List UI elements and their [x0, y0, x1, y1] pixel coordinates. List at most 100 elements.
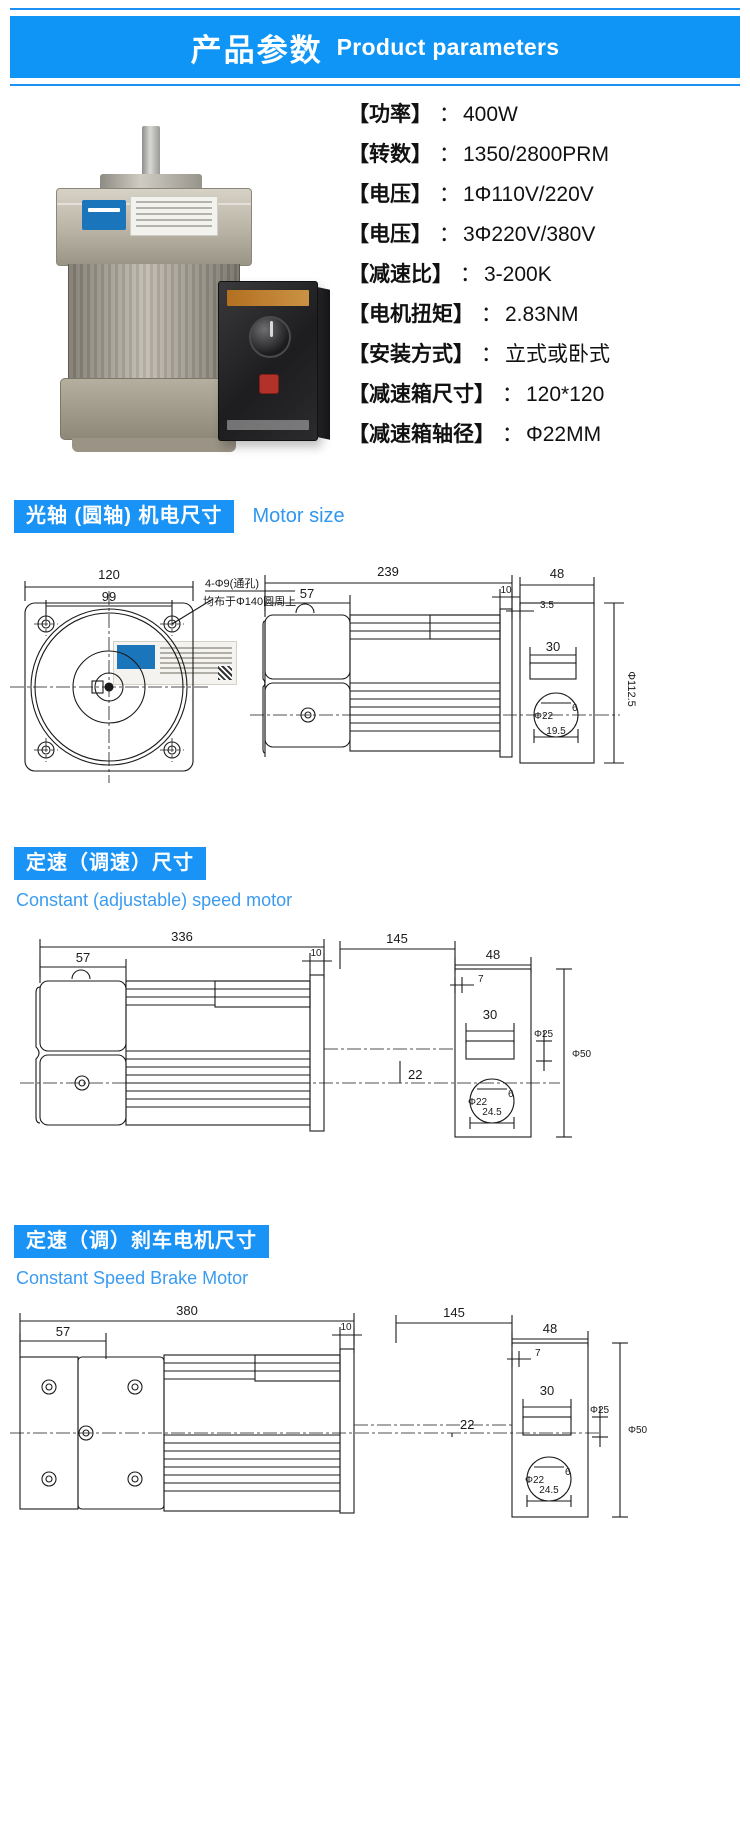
gearhead-upper	[264, 614, 351, 680]
cs-gearhead-upper	[39, 980, 127, 1052]
dim-bm-flat-24p5	[526, 1495, 572, 1507]
controller-front-panel	[218, 281, 318, 441]
cs-terminal-box	[214, 980, 311, 1008]
dim-text-336: 336	[171, 929, 193, 944]
dim-text-3p5: 3.5	[540, 600, 554, 611]
dim-text-48: 48	[550, 566, 564, 581]
header-top-rule	[10, 8, 740, 10]
spec-separator: ：	[439, 223, 460, 246]
spec-separator: ：	[502, 423, 523, 446]
dim-front-width-120	[24, 581, 194, 601]
dim-text-key-width: 6	[572, 703, 578, 714]
controller-bottom-marking	[227, 420, 309, 430]
cs-gearhead-lug	[71, 969, 91, 980]
cs-controller-block	[454, 968, 532, 1138]
cs-gearhead-left-profile	[35, 986, 41, 1124]
dim-cs-diameters	[536, 968, 572, 1138]
nameplate-logo	[117, 645, 155, 669]
bm-keyway-detail	[522, 1416, 572, 1436]
section-label-en: Constant Speed Brake Motor	[16, 1268, 249, 1288]
dim-text-bm-10: 10	[340, 1322, 352, 1333]
motor-body-fins	[350, 622, 500, 732]
motor-size-svg: 120 99 239 57 48 30 10 3.5 19.5 Φ22 6 4-…	[10, 564, 637, 783]
bm-terminal-box	[254, 1354, 341, 1382]
spec-value: Φ22MM	[526, 423, 602, 446]
controller-top-marking	[227, 290, 309, 306]
spec-key: 【电压】	[348, 183, 432, 206]
hero-section: 【功率】 ： 400W 【转数】 ： 1350/2800PRM 【电压】 ： 1…	[0, 86, 750, 685]
spec-row-voltage-three-phase: 【电压】 ： 3Φ220V/380V	[348, 224, 750, 245]
dim-text-body-dia: Φ112.5	[625, 671, 637, 707]
end-cover-outline	[519, 602, 595, 764]
section-heading-motor-size: 光轴 (圆轴) 机电尺寸 Motor size	[0, 500, 750, 533]
dim-text-cs-key-width: 6	[508, 1089, 514, 1100]
bm-end-bracket	[339, 1348, 355, 1514]
cs-center-lines	[20, 1048, 560, 1084]
spec-row-reduction-ratio: 【减速比】 ： 3-200K	[348, 264, 750, 285]
spec-value: 2.83NM	[505, 303, 579, 326]
hole-note-line1: 4-Φ9(通孔)	[205, 577, 259, 590]
dim-bm-diameters	[592, 1342, 628, 1518]
gearhead-lug	[295, 603, 315, 614]
motor-terminal-box	[429, 614, 501, 640]
page-title-cn: 产品参数	[190, 32, 323, 68]
cs-motor-body	[125, 980, 311, 1126]
dim-text-cs-boss-dia: Φ25	[534, 1029, 554, 1040]
dim-text-57: 57	[300, 586, 314, 601]
motor-bottom-rim	[72, 438, 236, 452]
dim-text-99: 99	[102, 589, 116, 604]
dim-step-3p5	[506, 603, 534, 619]
product-photo-group	[0, 86, 340, 685]
controller-power-button	[259, 374, 279, 394]
header-bottom-rule	[10, 84, 740, 86]
dim-text-cs-10: 10	[310, 948, 322, 959]
spec-row-speed: 【转数】 ： 1350/2800PRM	[348, 144, 750, 165]
dim-gearhead-length-57	[264, 595, 351, 617]
dim-text-cs-57: 57	[76, 950, 90, 965]
spec-value: 120*120	[526, 383, 605, 406]
spec-separator: ：	[439, 183, 460, 206]
gearhead-spec-label	[130, 196, 218, 236]
dim-key-flat-19p5	[533, 729, 579, 743]
spec-row-power: 【功率】 ： 400W	[348, 104, 750, 125]
dim-text-380: 380	[176, 1303, 198, 1318]
dim-text-30: 30	[546, 639, 560, 654]
spec-key: 【电压】	[348, 223, 432, 246]
spec-value: 1350/2800PRM	[463, 143, 609, 166]
dim-text-bm-boss-dia: Φ25	[590, 1405, 610, 1416]
spec-separator: ：	[439, 103, 460, 126]
dim-text-bm-57: 57	[56, 1324, 70, 1339]
motor-body-shading	[68, 264, 240, 380]
dim-text-bm-7: 7	[535, 1348, 541, 1359]
section-label-en: Constant (adjustable) speed motor	[16, 890, 293, 910]
dim-bm-gearhead-57	[19, 1333, 107, 1359]
dim-text-120: 120	[98, 567, 120, 582]
spec-value: 3Φ220V/380V	[463, 223, 596, 246]
spec-row-gearbox-shaft-diameter: 【减速箱轴径】 ： Φ22MM	[348, 424, 750, 445]
spec-key: 【减速比】	[348, 263, 453, 286]
dim-text-cs-shaft-dia: Φ22	[468, 1097, 488, 1108]
cs-end-bracket	[309, 974, 325, 1132]
spec-key: 【减速箱尺寸】	[348, 383, 495, 406]
dim-text-10: 10	[500, 585, 512, 596]
motor-nameplate	[113, 641, 237, 685]
hole-note-line2: 均布于Φ140圆周上	[203, 595, 296, 608]
dim-body-diameter	[604, 602, 624, 764]
dim-text-shaft-dia: Φ22	[534, 711, 554, 722]
bm-center-lines	[10, 1424, 600, 1434]
dim-front-bolt-span-99	[45, 600, 173, 619]
dim-text-bm-key-width: 6	[565, 1467, 571, 1478]
dim-cs-flange-10	[302, 953, 332, 979]
controller-speed-knob	[249, 316, 291, 358]
specification-list: 【功率】 ： 400W 【转数】 ： 1350/2800PRM 【电压】 ： 1…	[340, 86, 750, 486]
spec-separator: ：	[460, 263, 481, 286]
dim-key-length-30	[529, 647, 577, 665]
dim-text-cs-flange-dia: Φ50	[572, 1049, 592, 1060]
controller-side-panel	[317, 287, 330, 440]
spec-separator: ：	[481, 343, 502, 366]
speed-controller-photo	[218, 281, 330, 461]
section-label-en: Motor size	[252, 505, 345, 527]
nameplate-qr-code	[218, 666, 232, 680]
technical-drawing-brake-motor: 380 57 145 48 30 22 10 7 24.5 Φ22 6 Φ25 …	[0, 1299, 750, 1579]
cs-keyway-detail	[465, 1040, 515, 1060]
